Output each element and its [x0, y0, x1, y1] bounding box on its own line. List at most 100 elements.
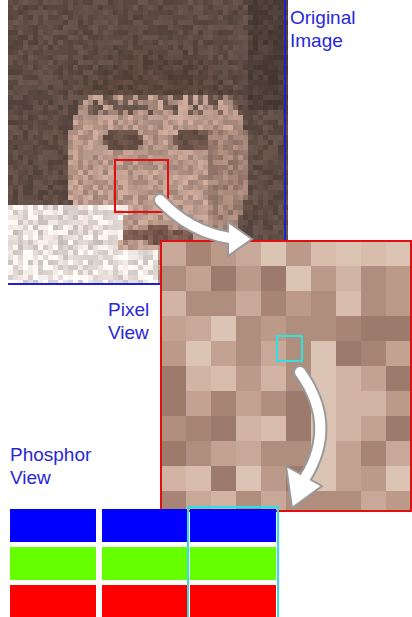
- photo-pixel: [233, 45, 238, 50]
- photo-pixel: [8, 20, 13, 25]
- photo-pixel: [48, 110, 53, 115]
- photo-pixel: [263, 50, 268, 55]
- photo-pixel: [23, 135, 28, 140]
- photo-pixel: [133, 150, 138, 155]
- photo-pixel: [213, 30, 218, 35]
- photo-pixel: [193, 155, 198, 160]
- photo-pixel: [58, 125, 63, 130]
- photo-pixel: [63, 155, 68, 160]
- photo-pixel: [53, 130, 58, 135]
- photo-pixel: [183, 20, 188, 25]
- photo-pixel: [78, 150, 83, 155]
- photo-pixel: [98, 20, 103, 25]
- photo-pixel: [173, 125, 178, 130]
- photo-pixel: [203, 45, 208, 50]
- photo-pixel: [48, 35, 53, 40]
- photo-pixel: [153, 115, 158, 120]
- photo-pixel: [133, 80, 138, 85]
- photo-pixel: [113, 110, 118, 115]
- photo-pixel: [188, 120, 193, 125]
- photo-pixel: [183, 170, 188, 175]
- photo-pixel: [103, 120, 108, 125]
- photo-pixel: [258, 30, 263, 35]
- photo-pixel: [93, 60, 98, 65]
- photo-pixel: [48, 5, 53, 10]
- photo-pixel: [48, 45, 53, 50]
- photo-pixel: [143, 115, 148, 120]
- photo-pixel: [83, 0, 88, 5]
- photo-pixel: [73, 75, 78, 80]
- photo-pixel: [268, 20, 273, 25]
- photo-pixel: [23, 150, 28, 155]
- photo-pixel: [128, 130, 133, 135]
- photo-pixel: [28, 60, 33, 65]
- photo-pixel: [163, 95, 168, 100]
- photo-pixel: [93, 145, 98, 150]
- photo-pixel: [253, 20, 258, 25]
- photo-pixel: [23, 20, 28, 25]
- photo-pixel: [43, 15, 48, 20]
- photo-pixel: [233, 120, 238, 125]
- photo-pixel: [208, 65, 213, 70]
- photo-pixel: [138, 130, 143, 135]
- photo-pixel: [278, 120, 283, 125]
- photo-pixel: [58, 165, 63, 170]
- photo-pixel: [223, 45, 228, 50]
- photo-pixel: [153, 80, 158, 85]
- photo-pixel: [178, 105, 183, 110]
- photo-pixel: [268, 95, 273, 100]
- photo-pixel: [83, 50, 88, 55]
- photo-pixel: [213, 0, 218, 5]
- photo-pixel: [183, 55, 188, 60]
- photo-pixel: [258, 135, 263, 140]
- photo-pixel: [58, 140, 63, 145]
- photo-pixel: [88, 70, 93, 75]
- photo-pixel: [213, 55, 218, 60]
- photo-pixel: [43, 160, 48, 165]
- photo-pixel: [48, 160, 53, 165]
- photo-pixel: [78, 125, 83, 130]
- photo-pixel: [88, 105, 93, 110]
- photo-pixel: [48, 165, 53, 170]
- photo-pixel: [128, 40, 133, 45]
- photo-pixel: [78, 60, 83, 65]
- photo-pixel: [158, 150, 163, 155]
- photo-pixel: [18, 125, 23, 130]
- photo-pixel: [33, 10, 38, 15]
- photo-pixel: [48, 140, 53, 145]
- photo-pixel: [183, 35, 188, 40]
- photo-pixel: [258, 40, 263, 45]
- photo-pixel: [173, 110, 178, 115]
- photo-pixel: [263, 60, 268, 65]
- photo-pixel: [198, 90, 203, 95]
- photo-pixel: [78, 90, 83, 95]
- photo-pixel: [203, 35, 208, 40]
- photo-pixel: [168, 10, 173, 15]
- photo-pixel: [193, 160, 198, 165]
- photo-pixel: [218, 140, 223, 145]
- photo-pixel: [133, 105, 138, 110]
- photo-pixel: [158, 130, 163, 135]
- photo-pixel: [253, 160, 258, 165]
- photo-pixel: [13, 120, 18, 125]
- photo-pixel: [103, 90, 108, 95]
- photo-pixel: [83, 65, 88, 70]
- photo-pixel: [123, 135, 128, 140]
- photo-pixel: [123, 110, 128, 115]
- photo-pixel: [43, 45, 48, 50]
- photo-pixel: [88, 115, 93, 120]
- photo-pixel: [23, 55, 28, 60]
- photo-pixel: [258, 90, 263, 95]
- photo-pixel: [243, 25, 248, 30]
- photo-pixel: [223, 30, 228, 35]
- photo-pixel: [278, 130, 283, 135]
- photo-pixel: [118, 140, 123, 145]
- photo-pixel: [258, 65, 263, 70]
- photo-pixel: [233, 15, 238, 20]
- photo-pixel: [128, 115, 133, 120]
- photo-pixel: [253, 15, 258, 20]
- photo-pixel: [223, 140, 228, 145]
- photo-pixel: [203, 50, 208, 55]
- photo-pixel: [133, 45, 138, 50]
- photo-pixel: [158, 125, 163, 130]
